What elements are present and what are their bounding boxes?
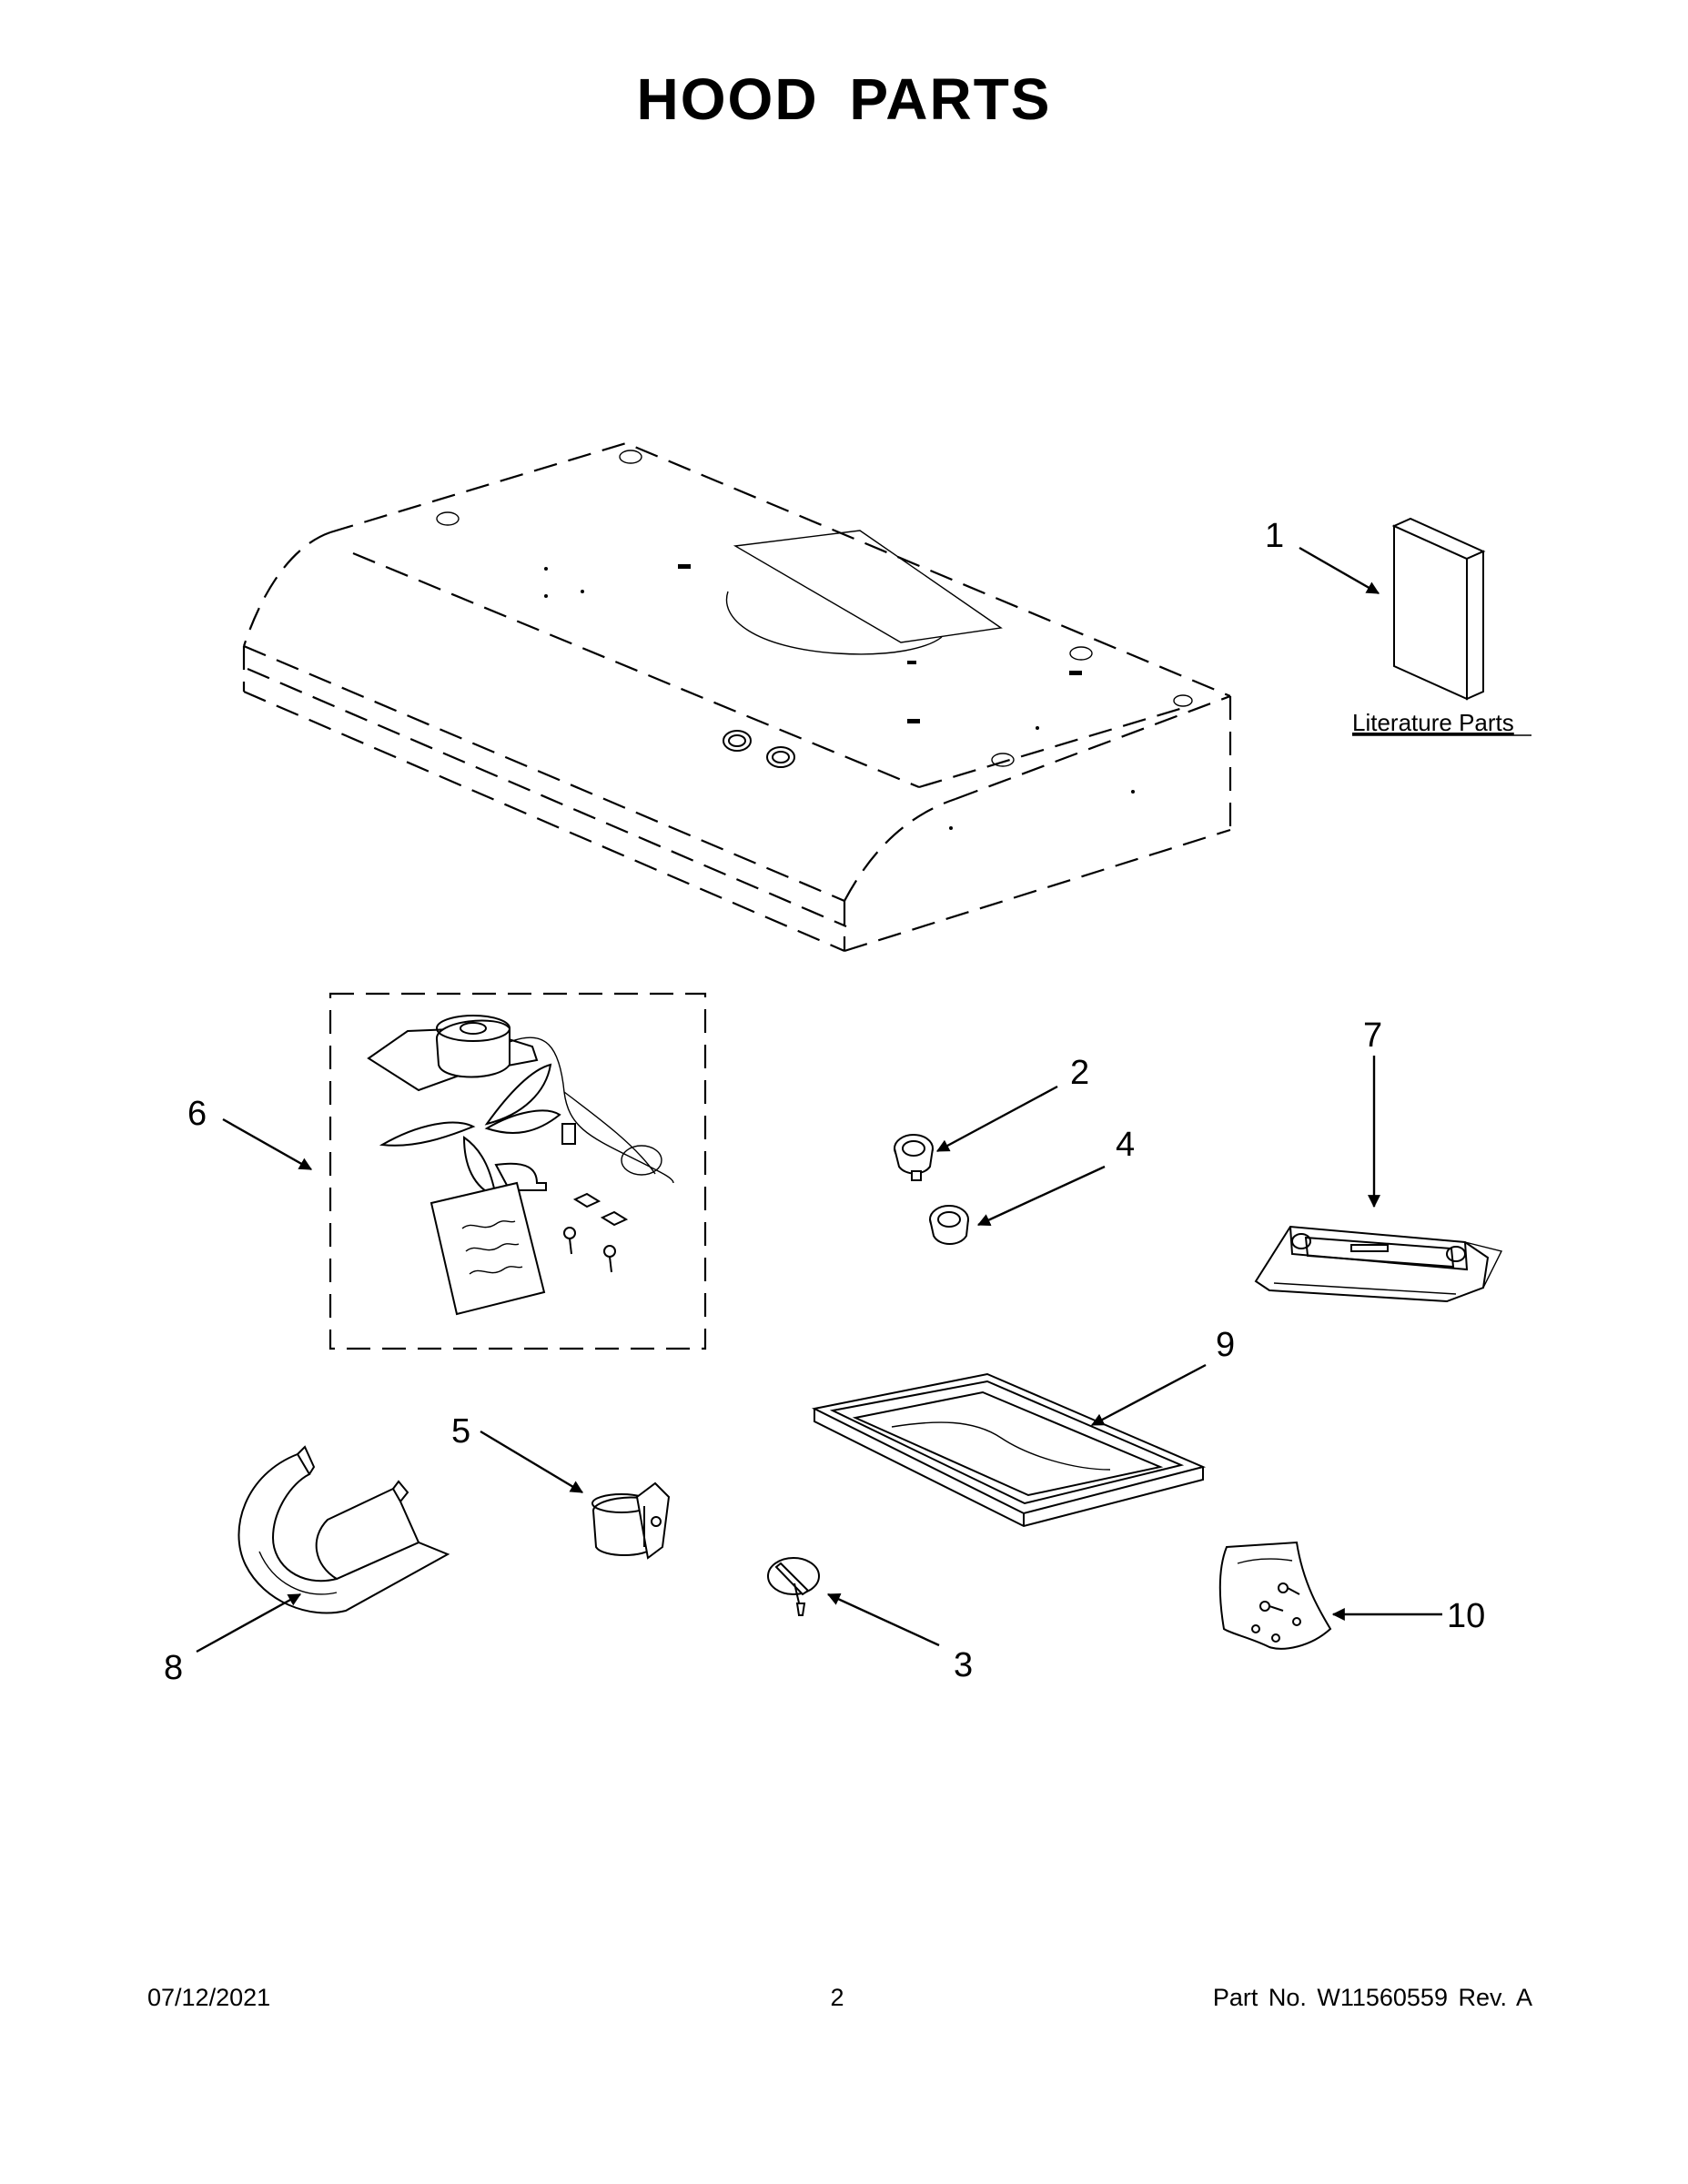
- footer-date: 07/12/2021: [147, 1984, 271, 2011]
- duct-connector: [238, 1445, 450, 1614]
- control-knob-3: [767, 1557, 820, 1616]
- page-title: HOOD PARTS: [636, 66, 1052, 132]
- knob-4: [929, 1205, 969, 1245]
- motor-kit: [329, 992, 707, 1350]
- callout-7: 7: [1363, 1016, 1382, 1055]
- literature-parts-label: Literature Parts: [1352, 709, 1514, 736]
- callout-9: 9: [1216, 1326, 1235, 1364]
- callout-2: 2: [1070, 1054, 1089, 1092]
- callout-arrow-1: [1299, 546, 1380, 595]
- footer-page-number: 2: [830, 1984, 844, 2011]
- callout-1: 1: [1265, 517, 1284, 555]
- callout-arrow-9: [1090, 1363, 1207, 1427]
- callout-8: 8: [164, 1649, 183, 1687]
- hood-body: [242, 441, 1232, 953]
- callout-5: 5: [451, 1412, 470, 1451]
- callout-arrow-3: [826, 1592, 940, 1647]
- callout-6: 6: [187, 1095, 207, 1133]
- callout-4: 4: [1116, 1126, 1135, 1164]
- callout-10: 10: [1447, 1597, 1485, 1635]
- callout-3: 3: [954, 1646, 973, 1684]
- light-assembly: [1254, 1225, 1503, 1303]
- callout-arrow-8: [196, 1592, 302, 1653]
- literature-booklet: [1391, 517, 1486, 701]
- switch-component: [591, 1481, 671, 1560]
- grease-filter: [811, 1372, 1207, 1528]
- knob-2: [894, 1134, 934, 1181]
- callout-arrow-2: [935, 1085, 1058, 1153]
- callout-arrow-6: [222, 1117, 313, 1171]
- callout-arrow-5: [480, 1430, 584, 1494]
- footer-part-number: Part No. W11560559 Rev. A: [1212, 1984, 1532, 2011]
- hardware-bag: [1218, 1541, 1332, 1650]
- callout-arrow-4: [976, 1165, 1106, 1227]
